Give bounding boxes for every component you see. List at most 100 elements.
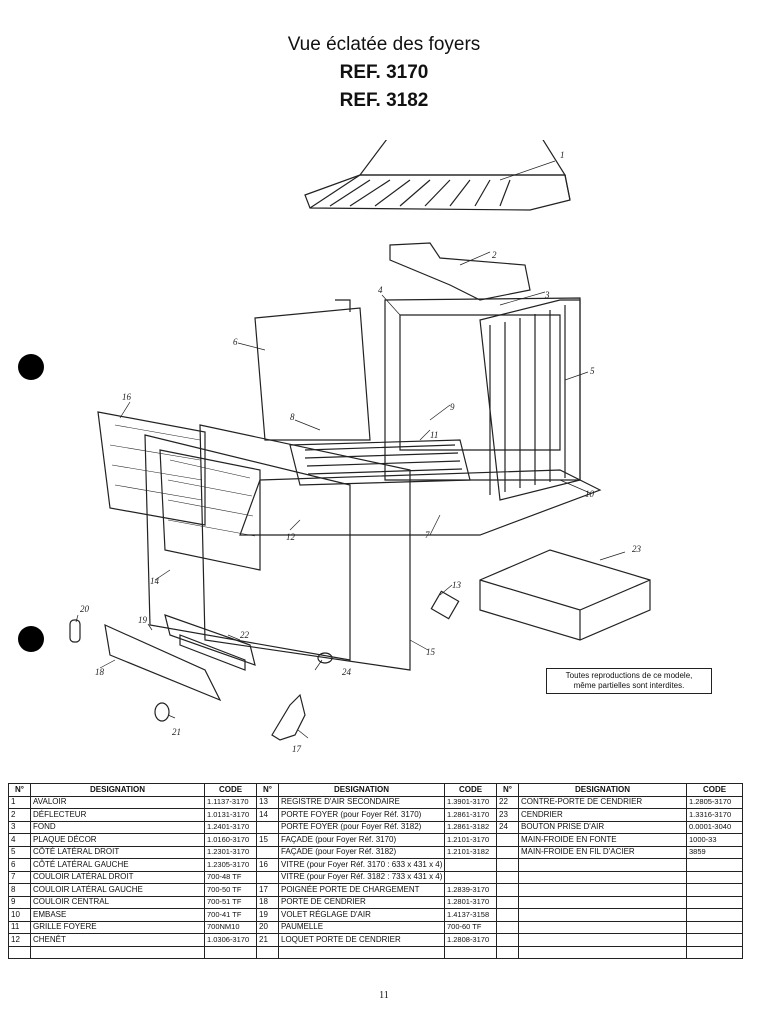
table-cell: BOUTON PRISE D'AIR	[518, 820, 687, 834]
table-cell: 1.2839-3170	[444, 883, 497, 897]
table-cell: 1.2305-3170	[204, 858, 257, 872]
table-cell: 14	[256, 808, 279, 822]
table-cell	[686, 895, 743, 909]
table-cell: CENDRIER	[518, 808, 687, 822]
table-cell: CHENÊT	[30, 933, 205, 947]
table-cell: 1.2401-3170	[204, 820, 257, 834]
part-loquet	[154, 702, 170, 722]
part-facade	[199, 424, 411, 671]
part-embase	[239, 469, 602, 536]
table-cell	[496, 833, 519, 847]
table-cell	[518, 858, 687, 872]
table-cell: 18	[256, 895, 279, 909]
callout-4: 4	[378, 285, 383, 295]
table-cell: 1.3901-3170	[444, 795, 497, 809]
callout-21: 21	[172, 727, 181, 737]
page-title: Vue éclatée des foyers	[287, 34, 481, 55]
table-cell	[256, 845, 279, 859]
table-cell	[518, 908, 687, 922]
callout-6: 6	[233, 337, 238, 347]
table-cell: 1	[8, 795, 31, 809]
table-cell: 3859	[686, 845, 743, 859]
table-cell: 20	[256, 920, 279, 934]
part-avaloir	[304, 140, 571, 211]
callout-8: 8	[290, 412, 295, 422]
exploded-view-diagram: 1 2 3 4 5 6 7 8 9 10 11 12 13 14 15 16 1…	[69, 140, 651, 754]
table-cell	[256, 870, 279, 884]
table-cell: AVALOIR	[30, 795, 205, 809]
table-cell: 6	[8, 858, 31, 872]
table-cell: 1.0306-3170	[204, 933, 257, 947]
header-code-3: CODE	[686, 783, 743, 797]
binder-hole-top	[18, 354, 44, 380]
binder-hole-bottom	[18, 626, 44, 652]
table-cell	[496, 933, 519, 947]
header-num-2: N°	[256, 783, 279, 797]
header-designation-3: DESIGNATION	[518, 783, 687, 797]
table-cell	[518, 920, 687, 934]
table-cell: 1.2801-3170	[444, 895, 497, 909]
table-cell: 1.2301-3170	[204, 845, 257, 859]
table-cell: 1.1137-3170	[204, 795, 257, 809]
table-cell: PORTE DE CENDRIER	[278, 895, 445, 909]
part-cendrier	[479, 549, 651, 641]
callout-24: 24	[342, 667, 352, 677]
table-cell: 2	[8, 808, 31, 822]
part-cote-lateral-gauche	[254, 307, 371, 441]
table-cell: 1.3316-3170	[686, 808, 743, 822]
callout-23: 23	[632, 544, 642, 554]
notice-line-2: même partielles sont interdites.	[573, 681, 685, 690]
table-cell: 10	[8, 908, 31, 922]
table-cell: 19	[256, 908, 279, 922]
header-designation-2: DESIGNATION	[278, 783, 445, 797]
table-cell: 1.2805-3170	[686, 795, 743, 809]
callout-16: 16	[122, 392, 132, 402]
table-cell	[256, 945, 279, 959]
table-cell: CONTRE-PORTE DE CENDRIER	[518, 795, 687, 809]
table-cell	[518, 870, 687, 884]
table-cell: 16	[256, 858, 279, 872]
reference-3170: REF. 3170	[339, 62, 429, 83]
part-porte-foyer	[144, 434, 351, 661]
table-cell: 24	[496, 820, 519, 834]
callout-5: 5	[590, 366, 595, 376]
callout-17: 17	[292, 744, 302, 754]
table-cell	[278, 945, 445, 959]
table-cell	[496, 870, 519, 884]
table-row-empty	[8, 945, 743, 959]
table-cell	[518, 933, 687, 947]
callout-19: 19	[138, 615, 148, 625]
table-cell	[496, 883, 519, 897]
table-cell: 13	[256, 795, 279, 809]
table-cell: PORTE FOYER (pour Foyer Réf. 3170)	[278, 808, 445, 822]
table-cell: 700-48 TF	[204, 870, 257, 884]
table-cell	[256, 820, 279, 834]
notice-line-1: Toutes reproductions de ce modele,	[565, 671, 693, 680]
table-cell: MAIN-FROIDE EN FONTE	[518, 833, 687, 847]
part-poignee	[271, 693, 306, 741]
table-cell: FAÇADE (pour Foyer Réf. 3182)	[278, 845, 445, 859]
table-cell: 1.2861-3170	[444, 808, 497, 822]
table-cell	[496, 908, 519, 922]
table-cell: REGISTRE D'AIR SECONDAIRE	[278, 795, 445, 809]
table-cell	[444, 945, 497, 959]
table-cell: 17	[256, 883, 279, 897]
table-cell	[518, 883, 687, 897]
table-cell	[686, 883, 743, 897]
callout-9: 9	[450, 402, 455, 412]
table-cell: 8	[8, 883, 31, 897]
table-cell	[204, 945, 257, 959]
table-cell	[518, 895, 687, 909]
table-cell	[686, 908, 743, 922]
part-cote-lateral-droit	[479, 299, 581, 501]
part-volet-reglage	[164, 614, 256, 666]
header-num-1: N°	[8, 783, 31, 797]
callout-10: 10	[585, 489, 595, 499]
